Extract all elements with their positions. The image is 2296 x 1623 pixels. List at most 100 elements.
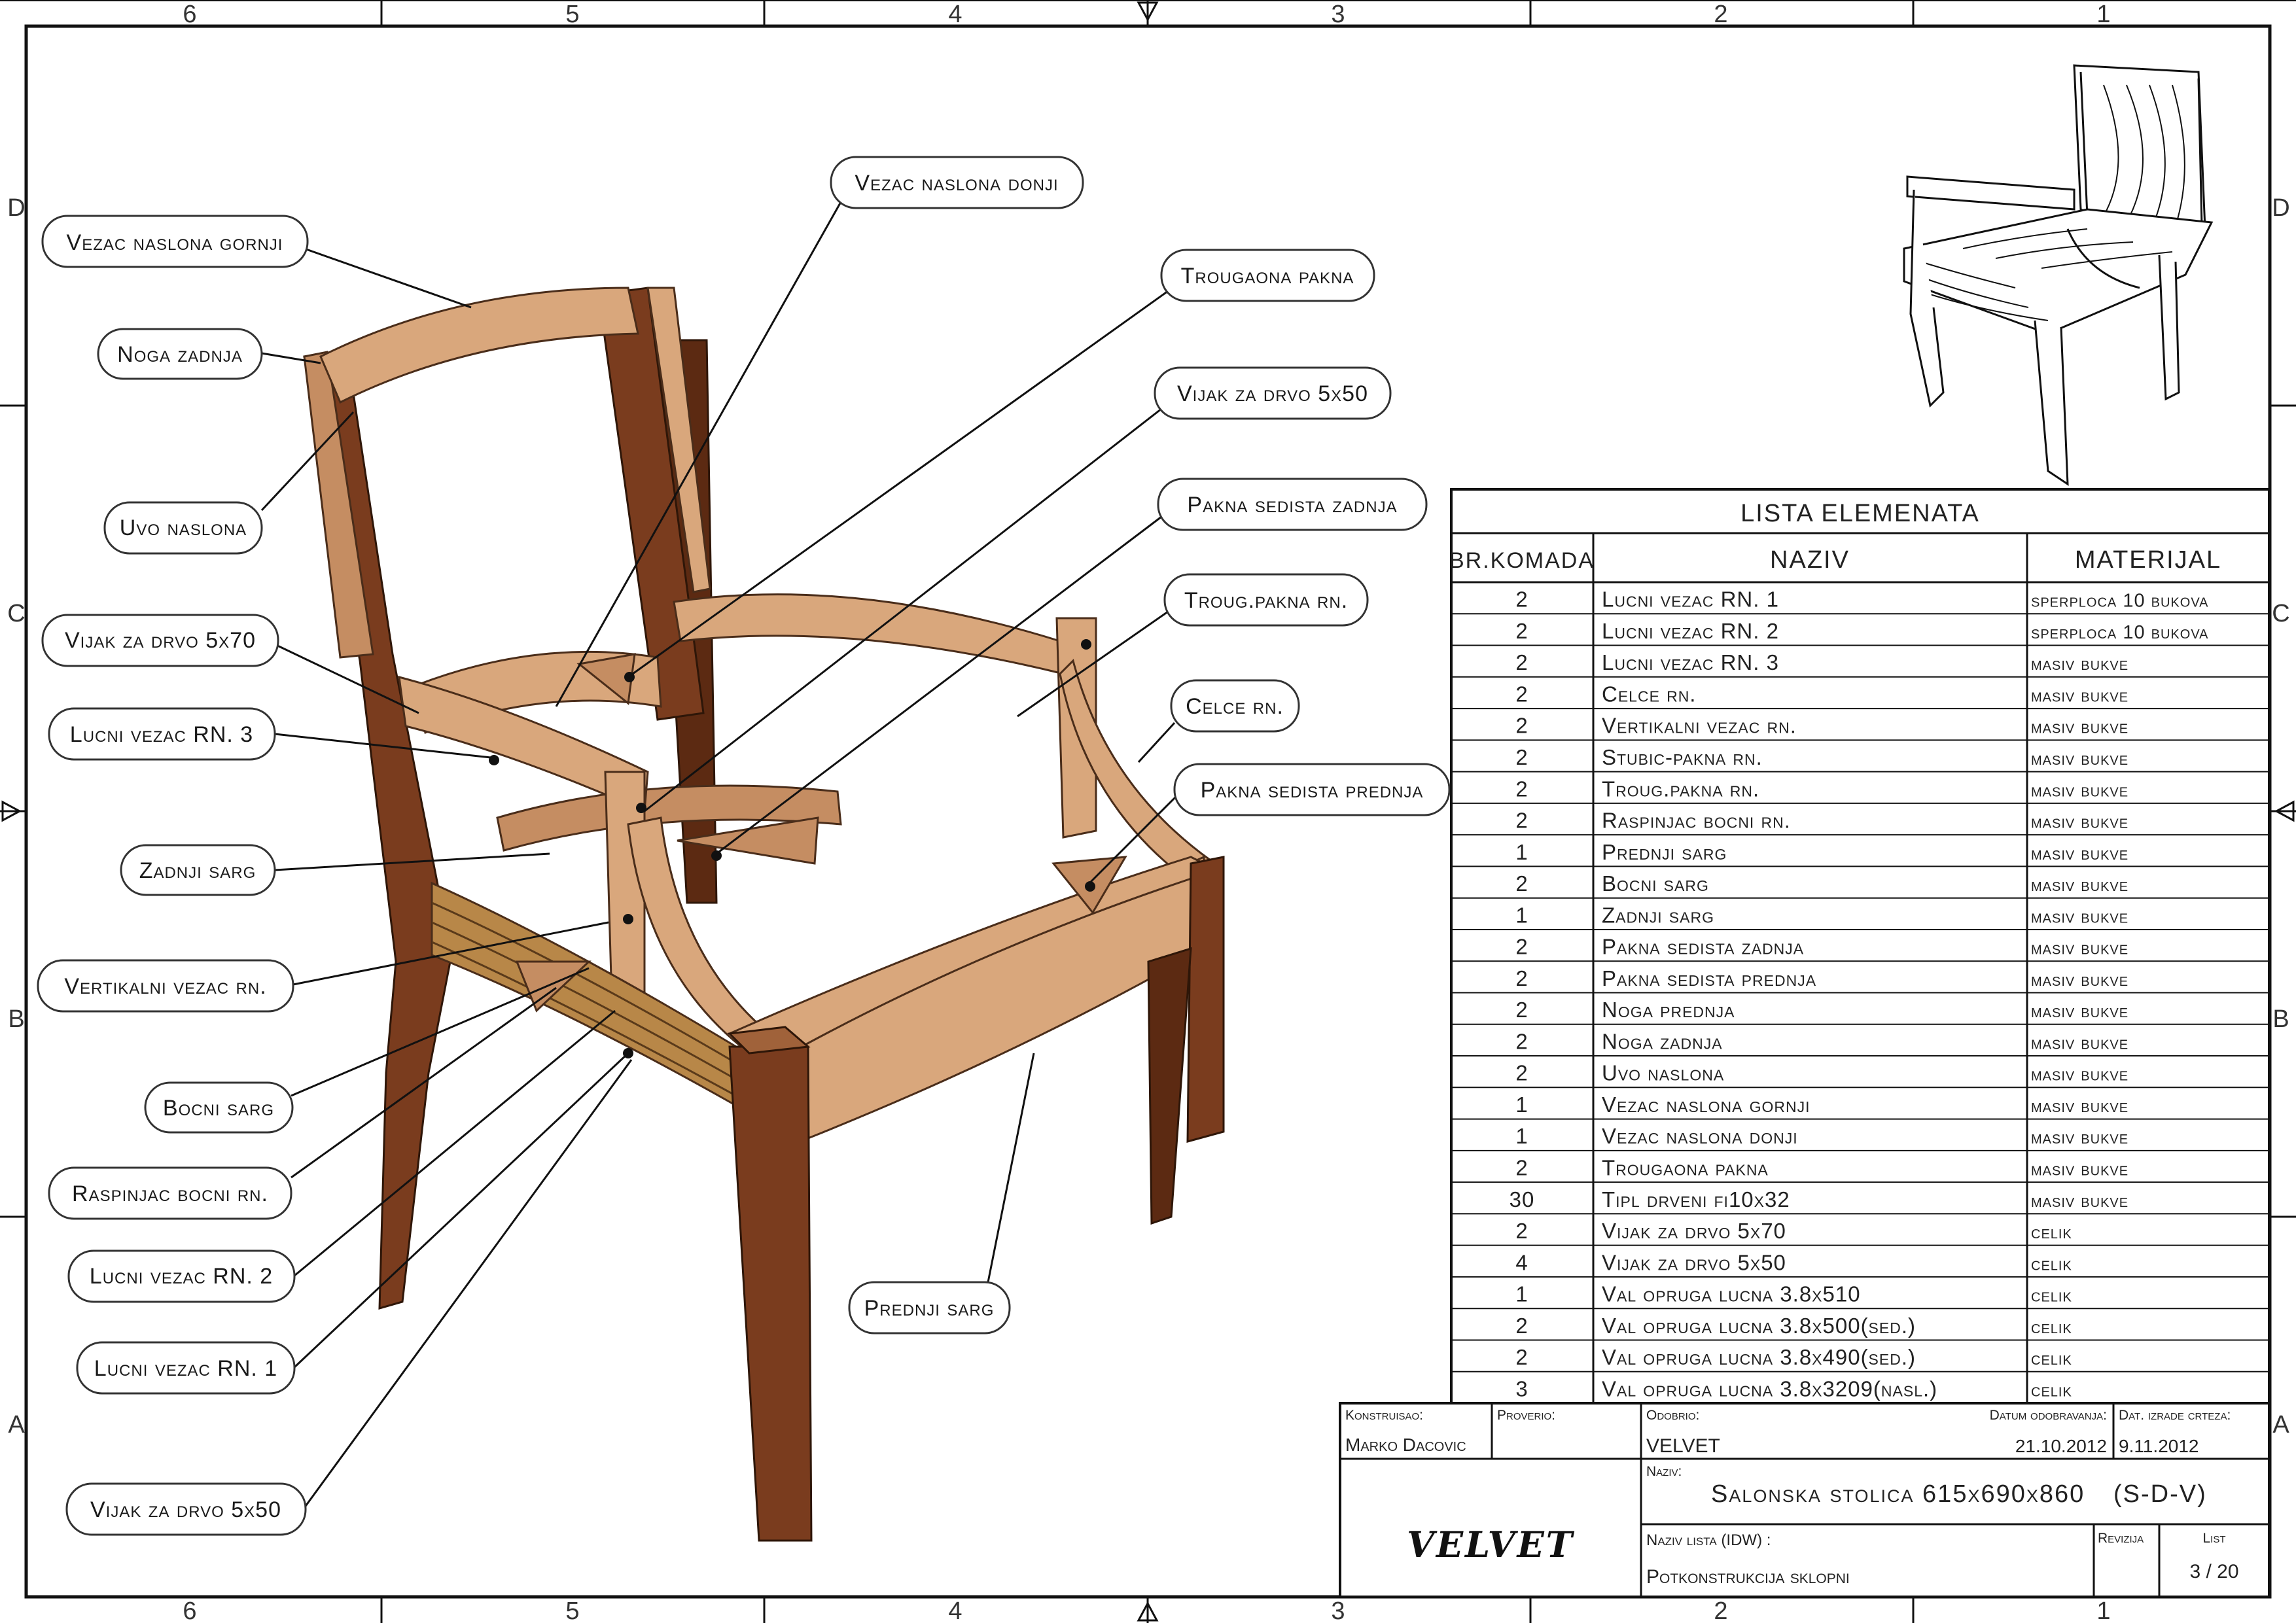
qty-cell: 2	[1515, 809, 1528, 833]
name-cell: Pakna sedista prednja	[1602, 966, 1816, 990]
zone-letter-right: C	[2272, 600, 2289, 627]
name-cell: Zadnji sarg	[1602, 903, 1714, 927]
callout-bubbles: Vezac naslona gornji Noga zadnja Uvo nas…	[37, 156, 1451, 1536]
konstruisao-label: Konstruisao:	[1345, 1408, 1423, 1423]
material-cell: masiv bukve	[2031, 1001, 2128, 1022]
callout-bubble: Vijak za drvo 5x50	[1154, 366, 1392, 420]
material-cell: masiv bukve	[2031, 780, 2128, 801]
material-cell: masiv bukve	[2031, 1191, 2128, 1212]
qty-cell: 2	[1515, 1219, 1528, 1243]
zone-number-bottom: 4	[948, 1597, 962, 1623]
front-leg-left	[728, 1045, 813, 1542]
naziv-label: Naziv:	[1646, 1464, 1682, 1479]
qty-cell: 2	[1515, 1155, 1528, 1179]
zone-number-bottom: 5	[565, 1597, 579, 1623]
callout-label: Lucni vezac RN. 1	[94, 1356, 277, 1381]
qty-cell: 2	[1515, 966, 1528, 990]
zone-number-bottom: 3	[1331, 1597, 1345, 1623]
material-cell: masiv bukve	[2031, 938, 2128, 959]
callout-label: Trougaona pakna	[1181, 264, 1354, 288]
zone-number-top: 4	[948, 1, 962, 28]
qty-cell: 1	[1515, 1092, 1528, 1117]
naziv-lista-value: Potkonstrukcija sklopni	[1646, 1566, 1850, 1588]
naziv-lista-label: Naziv lista (IDW) :	[1646, 1531, 1771, 1549]
qty-cell: 2	[1515, 777, 1528, 801]
zone-number-top: 5	[565, 1, 579, 28]
qty-cell: 2	[1515, 871, 1528, 896]
zone-letter-right: B	[2272, 1005, 2289, 1033]
name-cell: Lucni vezac RN. 3	[1602, 650, 1779, 674]
callout-bubble: Lucni vezac RN. 3	[48, 707, 276, 761]
zone-number-top: 6	[183, 1, 196, 28]
callout-bubble: Raspinjac bocni rn.	[48, 1166, 292, 1220]
callout-bubble: Lucni vezac RN. 1	[76, 1341, 296, 1395]
callout-label: Vijak za drvo 5x50	[90, 1497, 281, 1522]
front-leg-left-top	[727, 1026, 811, 1055]
datum-odobravanja-value: 21.10.2012	[2015, 1436, 2107, 1456]
name-cell: Vezac naslona donji	[1602, 1124, 1798, 1148]
screw-dot	[711, 850, 722, 861]
callout-bubble: Zadnji sarg	[120, 844, 276, 896]
name-cell: Vijak za drvo 5x70	[1602, 1219, 1786, 1243]
screw-dot	[623, 914, 633, 924]
callout-bubble: Trougaona pakna	[1160, 249, 1375, 302]
callout-bubble: Celce rn.	[1170, 679, 1300, 733]
title-block: Konstruisao: Marko Dacovic Proverio: Odo…	[1339, 1402, 2270, 1598]
material-cell: celik	[2031, 1222, 2072, 1243]
datum-izrade-label: Dat. izrade crteza:	[2119, 1408, 2231, 1423]
zone-number-top: 2	[1714, 1, 1727, 28]
odobrio-label: Odobrio:	[1646, 1408, 1699, 1423]
name-cell: Val opruga lucna 3.8x3209(nasl.)	[1602, 1376, 1937, 1401]
callout-label: Uvo naslona	[120, 515, 247, 540]
drawing-title: Salonska stolica 615x690x860	[1711, 1480, 2085, 1508]
callout-bubble: Pakna sedista zadnja	[1157, 478, 1428, 531]
name-cell: Lucni vezac RN. 2	[1602, 619, 1779, 643]
name-cell: Noga zadnja	[1602, 1029, 1723, 1053]
material-cell: masiv bukve	[2031, 654, 2128, 674]
name-cell: Bocni sarg	[1602, 871, 1709, 896]
callout-label: Celce rn.	[1186, 694, 1284, 719]
qty-cell: 2	[1515, 714, 1528, 738]
parts-list-title: LISTA ELEMENATA	[1740, 500, 1980, 527]
material-cell: sperploca 10 bukova	[2031, 622, 2209, 643]
callout-bubble: Prednji sarg	[848, 1281, 1011, 1335]
zone-letter-right: D	[2272, 194, 2289, 222]
screw-dot	[1081, 639, 1091, 650]
callout-label: Vijak za drvo 5x70	[65, 628, 256, 653]
qty-cell: 1	[1515, 840, 1528, 864]
material-cell: masiv bukve	[2031, 812, 2128, 833]
rear-leg-left-face	[303, 351, 374, 659]
zone-number-bottom: 1	[2096, 1597, 2110, 1623]
name-cell: Val opruga lucna 3.8x510	[1602, 1282, 1861, 1306]
proverio-label: Proverio:	[1497, 1408, 1555, 1423]
material-cell: masiv bukve	[2031, 748, 2128, 769]
callout-label: Vezac naslona gornji	[67, 230, 283, 255]
name-cell: Val opruga lucna 3.8x490(sed.)	[1602, 1345, 1916, 1369]
callout-bubble: Vertikalni vezac rn.	[37, 959, 294, 1013]
material-cell: celik	[2031, 1348, 2072, 1369]
qty-cell: 1	[1515, 903, 1528, 927]
front-leg-right-lower	[1147, 947, 1192, 1225]
column-header: MATERIJAL	[2075, 546, 2221, 574]
material-cell: masiv bukve	[2031, 1064, 2128, 1085]
rear-leg-left	[303, 349, 453, 1310]
velvet-logo: VELVET	[1407, 1524, 1575, 1565]
qty-cell: 1	[1515, 1124, 1528, 1148]
callout-label: Lucni vezac RN. 2	[90, 1264, 273, 1289]
qty-cell: 2	[1515, 935, 1528, 959]
callout-label: Bocni sarg	[163, 1096, 274, 1121]
material-cell: celik	[2031, 1317, 2072, 1338]
screw-dot	[1085, 881, 1095, 892]
zone-letter-left: C	[7, 600, 25, 627]
name-cell: Prednji sarg	[1602, 840, 1727, 864]
material-cell: masiv bukve	[2031, 875, 2128, 896]
front-leg-right	[1186, 856, 1225, 1143]
material-cell: masiv bukve	[2031, 1127, 2128, 1148]
zone-number-bottom: 6	[183, 1597, 196, 1623]
callout-label: Vertikalni vezac rn.	[64, 974, 266, 999]
zone-letter-right: A	[2272, 1411, 2289, 1439]
zone-letter-left: D	[7, 194, 25, 222]
qty-cell: 2	[1515, 1314, 1528, 1338]
corner-block	[515, 960, 592, 1013]
